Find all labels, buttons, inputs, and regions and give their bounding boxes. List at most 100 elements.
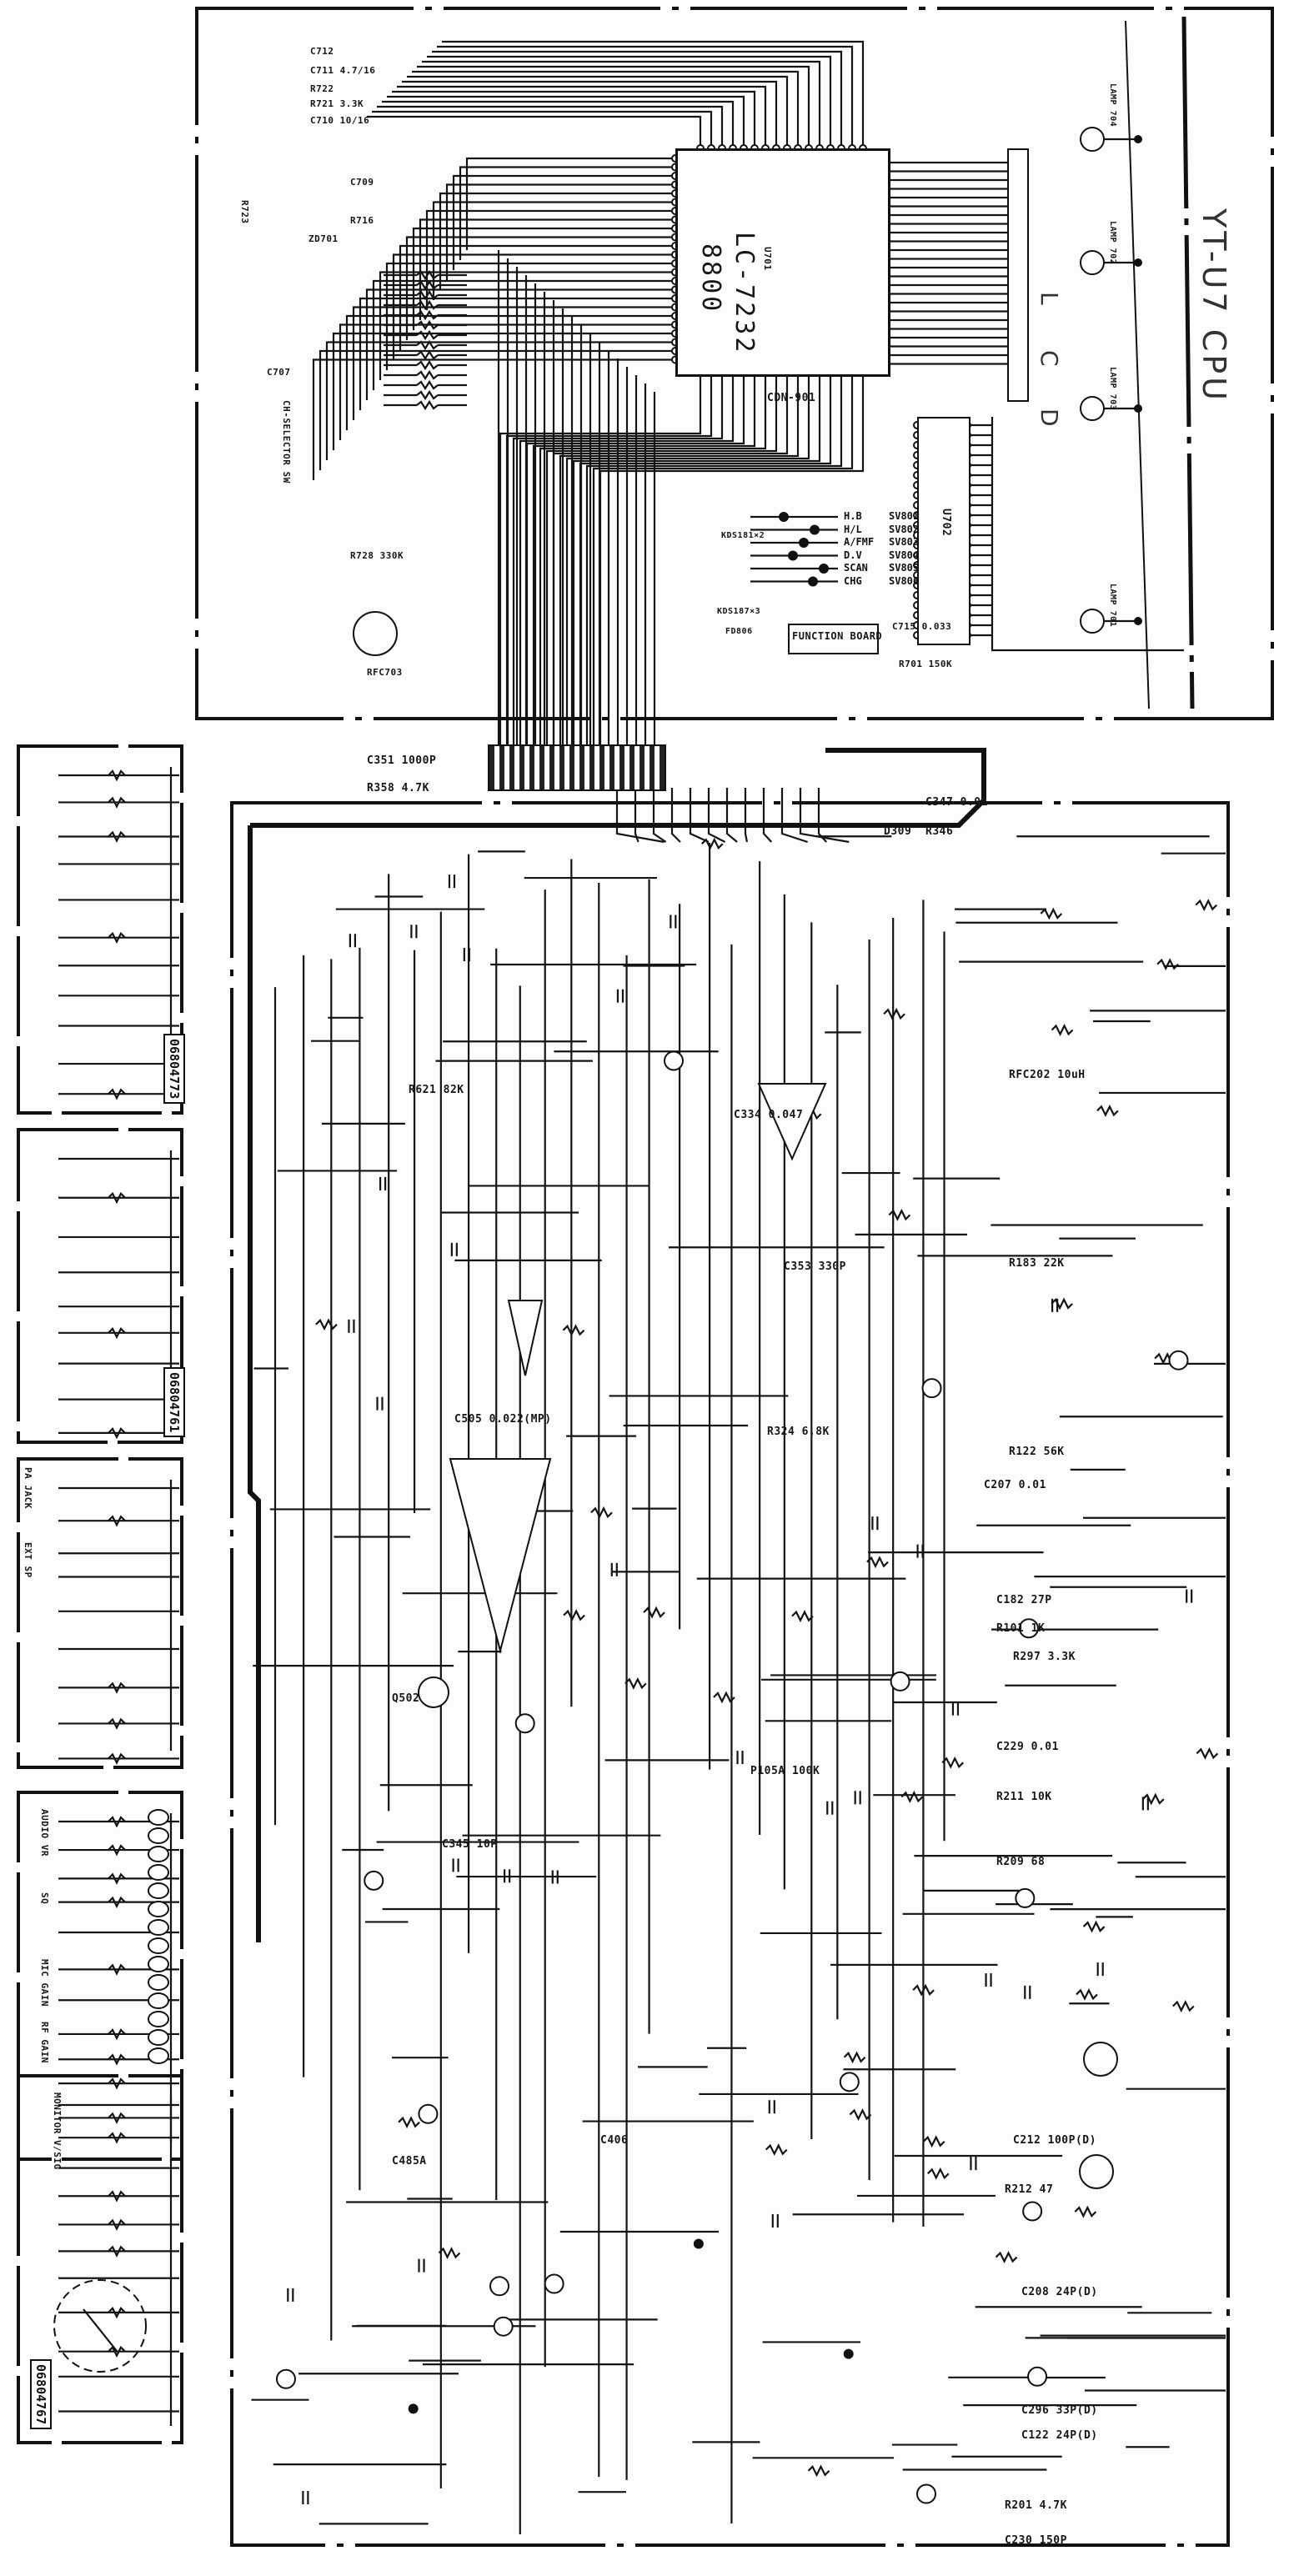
ribbon-connector — [488, 744, 666, 791]
ic-u702 — [917, 417, 970, 645]
resistor — [1172, 2000, 1195, 2012]
wire — [417, 65, 810, 148]
resistor — [108, 1681, 126, 1694]
op-amp-icon — [507, 1300, 544, 1376]
wire — [345, 314, 675, 430]
junction — [788, 550, 798, 561]
junction — [693, 2238, 704, 2249]
part-label: C406 — [600, 2134, 629, 2147]
ic-part: LC-7232 — [730, 232, 759, 355]
lamp-label: LAMP 703 — [1108, 367, 1117, 411]
wire — [707, 788, 726, 843]
resistor — [1051, 1024, 1074, 1036]
resistor — [108, 2028, 126, 2041]
connector-pin — [148, 2011, 169, 2027]
part-label: R297 3.3K — [1013, 1651, 1076, 1663]
transistor-icon — [1083, 2042, 1118, 2077]
junction — [1134, 135, 1142, 143]
panel-code: 06804767 — [30, 2359, 52, 2430]
junction — [779, 512, 789, 522]
wire — [372, 110, 713, 148]
lamp-label: LAMP 701 — [1108, 584, 1117, 628]
wire — [397, 85, 767, 148]
resistor — [108, 1326, 126, 1340]
resistor — [807, 2464, 830, 2478]
wire — [670, 788, 681, 843]
part-label: C709 — [350, 177, 374, 188]
wire — [365, 288, 675, 400]
resistor — [438, 2247, 461, 2259]
resistor — [108, 769, 126, 782]
connector-label: CDN-901 — [767, 392, 816, 404]
resistor — [1142, 1792, 1165, 1806]
wire — [452, 174, 675, 270]
connector-pin — [148, 1956, 169, 1972]
part-label: C229 0.01 — [996, 1741, 1059, 1753]
resistor — [995, 2251, 1018, 2264]
wire — [442, 40, 865, 148]
part-label: D309 — [884, 825, 912, 838]
resistor — [108, 1088, 126, 1100]
wire — [599, 372, 865, 744]
lamp-icon — [1080, 396, 1105, 421]
part-label: R209 68 — [996, 1856, 1046, 1868]
connector-pin — [148, 1901, 169, 1917]
part-label: C230 150P — [1005, 2534, 1067, 2547]
transistor-icon — [890, 1671, 910, 1691]
connector-icon — [353, 611, 398, 656]
transistor-icon — [1015, 1887, 1036, 1908]
part-label: R701 150K — [899, 659, 953, 669]
resistor — [108, 931, 126, 945]
resistor — [416, 289, 439, 301]
wire — [572, 372, 821, 744]
resistor — [883, 1007, 905, 1020]
resistor — [912, 1983, 935, 1997]
part-label: C296 33P(D) — [1021, 2404, 1098, 2417]
resistor — [643, 1606, 665, 1619]
wire — [422, 60, 821, 148]
wire — [352, 306, 675, 420]
main-board-inner-outline — [248, 748, 986, 1942]
resistor — [1195, 899, 1217, 912]
wire — [592, 372, 854, 744]
control-label: MIC GAIN — [39, 1959, 50, 2007]
resistor — [108, 830, 126, 843]
wire — [432, 50, 843, 148]
connector-pin — [148, 1827, 169, 1844]
resistor — [108, 1515, 126, 1527]
part-label: R728 330K — [350, 550, 404, 561]
junction — [843, 2348, 854, 2359]
wire — [445, 183, 675, 280]
resistor — [416, 349, 439, 361]
side-panel-1 — [17, 744, 183, 1115]
part-label: R621 82K — [409, 1084, 464, 1096]
connector-pin — [148, 1846, 169, 1862]
part-label: C351 1000P — [367, 754, 437, 767]
part-label: ZD701 — [308, 233, 339, 244]
transistor-icon — [275, 2368, 296, 2389]
resistor — [108, 2112, 126, 2124]
resistor — [1156, 958, 1179, 971]
resistor — [108, 1896, 126, 1909]
control-label: MONITOR V/SIG — [52, 2092, 63, 2170]
part-label: C208 24P(D) — [1021, 2286, 1098, 2298]
part-label: R211 10K — [996, 1791, 1052, 1803]
op-amp-icon — [757, 1083, 827, 1161]
resistor — [398, 2116, 420, 2129]
resistor — [108, 2218, 126, 2231]
part-label: C485A — [392, 2155, 427, 2168]
resistor — [108, 2190, 126, 2203]
wire — [689, 788, 710, 844]
wire — [552, 372, 789, 744]
part-label: C345 10P — [442, 1838, 498, 1851]
transistor-icon — [364, 1870, 384, 1891]
lcd-connector — [1007, 148, 1029, 402]
resistor — [624, 1676, 647, 1690]
